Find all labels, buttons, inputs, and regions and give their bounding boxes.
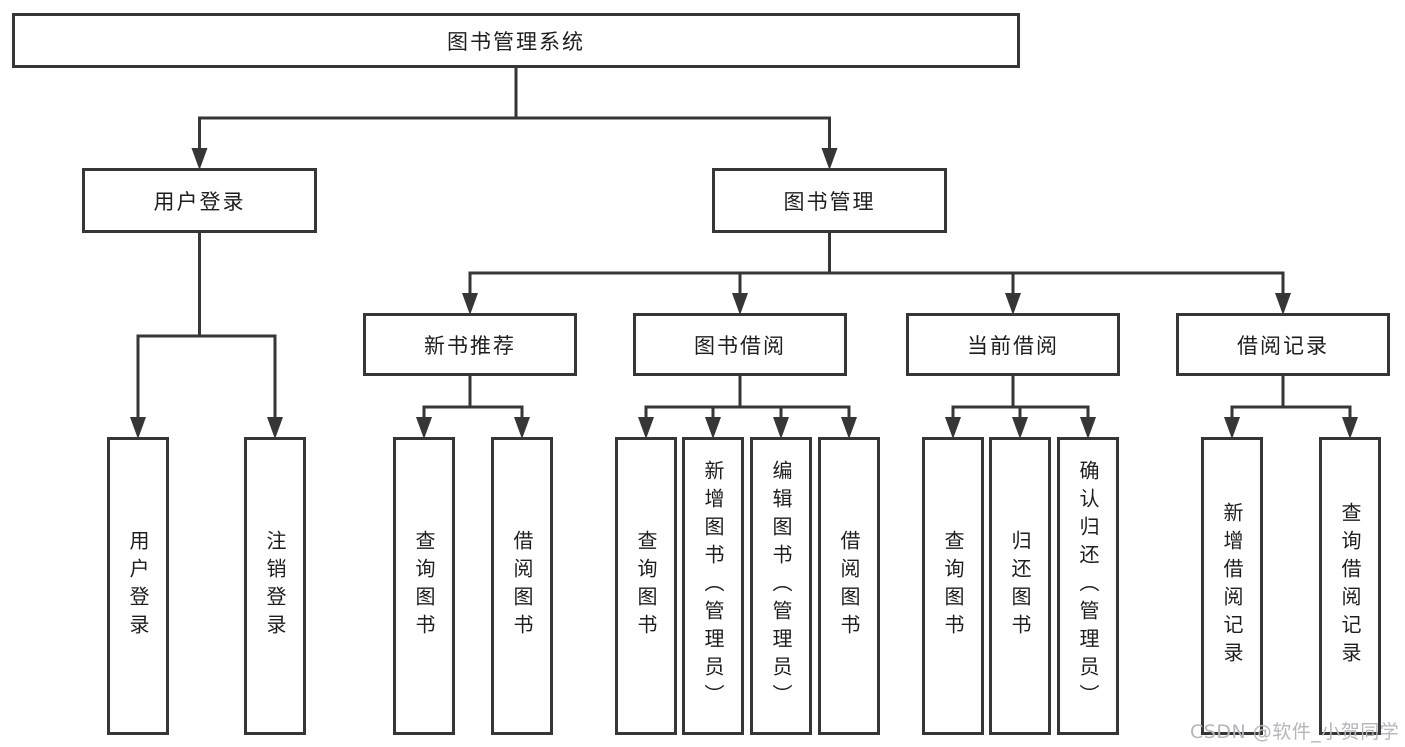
node-leaf-rec-query: 查询图书 — [393, 437, 455, 735]
arrowhead-icon — [945, 417, 961, 439]
node-label: 新增借阅记录 — [1220, 502, 1244, 670]
node-borrow-records: 借阅记录 — [1176, 313, 1390, 376]
node-leaf-rec-borrow: 借阅图书 — [491, 437, 553, 735]
arrowhead-icon — [130, 417, 146, 439]
node-label: 当前借阅 — [967, 333, 1059, 358]
arrowhead-icon — [1005, 293, 1021, 315]
arrowhead-icon — [1224, 417, 1240, 439]
node-label: 确认归还（管理员） — [1076, 460, 1100, 712]
node-label: 借阅记录 — [1237, 333, 1329, 358]
node-label: 新增图书（管理员） — [701, 460, 725, 712]
node-label: 归还图书 — [1008, 530, 1032, 642]
node-label: 编辑图书（管理员） — [769, 460, 793, 712]
arrowhead-icon — [267, 417, 283, 439]
arrowhead-icon — [462, 293, 478, 315]
node-new-book-rec: 新书推荐 — [363, 313, 577, 376]
node-leaf-bb-query: 查询图书 — [615, 437, 677, 735]
node-label: 查询图书 — [634, 530, 658, 642]
arrowhead-icon — [1012, 417, 1028, 439]
node-label: 用户登录 — [126, 530, 150, 642]
node-leaf-cb-return: 归还图书 — [989, 437, 1051, 735]
arrowhead-icon — [773, 417, 789, 439]
arrowhead-icon — [416, 417, 432, 439]
node-book-mgmt: 图书管理 — [712, 168, 947, 233]
node-label: 借阅图书 — [837, 530, 861, 642]
node-label: 图书管理 — [783, 189, 876, 214]
node-label: 查询借阅记录 — [1338, 502, 1362, 670]
arrowhead-icon — [514, 417, 530, 439]
arrowhead-icon — [705, 417, 721, 439]
node-current-borrow: 当前借阅 — [906, 313, 1120, 376]
arrowhead-icon — [732, 293, 748, 315]
node-leaf-user-login: 用户登录 — [107, 437, 169, 735]
node-label: 图书管理系统 — [447, 29, 585, 54]
node-leaf-bb-borrow: 借阅图书 — [818, 437, 880, 735]
arrowhead-icon — [841, 417, 857, 439]
node-label: 新书推荐 — [424, 333, 516, 358]
node-leaf-cb-query: 查询图书 — [922, 437, 984, 735]
node-leaf-cb-confirm: 确认归还（管理员） — [1057, 437, 1119, 735]
node-label: 注销登录 — [263, 530, 287, 642]
node-leaf-bb-add: 新增图书（管理员） — [682, 437, 744, 735]
node-label: 图书借阅 — [694, 333, 786, 358]
node-leaf-br-add: 新增借阅记录 — [1201, 437, 1263, 735]
node-leaf-bb-edit: 编辑图书（管理员） — [750, 437, 812, 735]
arrowhead-icon — [638, 417, 654, 439]
node-leaf-logout: 注销登录 — [244, 437, 306, 735]
node-book-borrow: 图书借阅 — [633, 313, 847, 376]
node-leaf-br-query: 查询借阅记录 — [1319, 437, 1381, 735]
arrowhead-icon — [821, 148, 838, 170]
node-label: 用户登录 — [153, 189, 246, 214]
node-root: 图书管理系统 — [12, 13, 1020, 68]
node-user-login: 用户登录 — [82, 168, 317, 233]
node-label: 借阅图书 — [510, 530, 534, 642]
arrowhead-icon — [1342, 417, 1358, 439]
arrowhead-icon — [1275, 293, 1291, 315]
arrowhead-icon — [1080, 417, 1096, 439]
arrowhead-icon — [191, 148, 208, 170]
watermark: CSDN @软件_小贺同学 — [1190, 721, 1400, 743]
node-label: 查询图书 — [412, 530, 436, 642]
node-label: 查询图书 — [941, 530, 965, 642]
